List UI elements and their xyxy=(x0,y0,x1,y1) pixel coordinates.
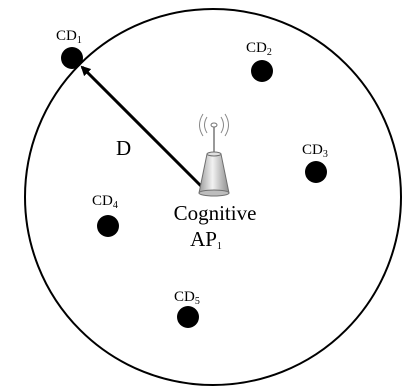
ap-label-line1: Cognitive xyxy=(174,201,257,225)
device-dot-cd1 xyxy=(61,47,83,69)
device-dot-cd5 xyxy=(177,306,199,328)
device-label-cd4: CD4 xyxy=(92,193,118,211)
device-dot-cd4 xyxy=(97,215,119,237)
distance-arrow xyxy=(80,65,203,188)
device-label-cd3: CD3 xyxy=(302,142,328,160)
coverage-circle xyxy=(24,8,402,386)
device-label-cd5: CD5 xyxy=(174,289,200,307)
distance-label: D xyxy=(116,136,131,160)
ap-label-line2: AP1 xyxy=(190,227,222,252)
device-label-cd2: CD2 xyxy=(246,40,272,58)
device-dot-cd3 xyxy=(305,161,327,183)
device-label-cd1: CD1 xyxy=(56,28,82,46)
device-dot-cd2 xyxy=(251,60,273,82)
antenna-icon xyxy=(198,113,230,197)
